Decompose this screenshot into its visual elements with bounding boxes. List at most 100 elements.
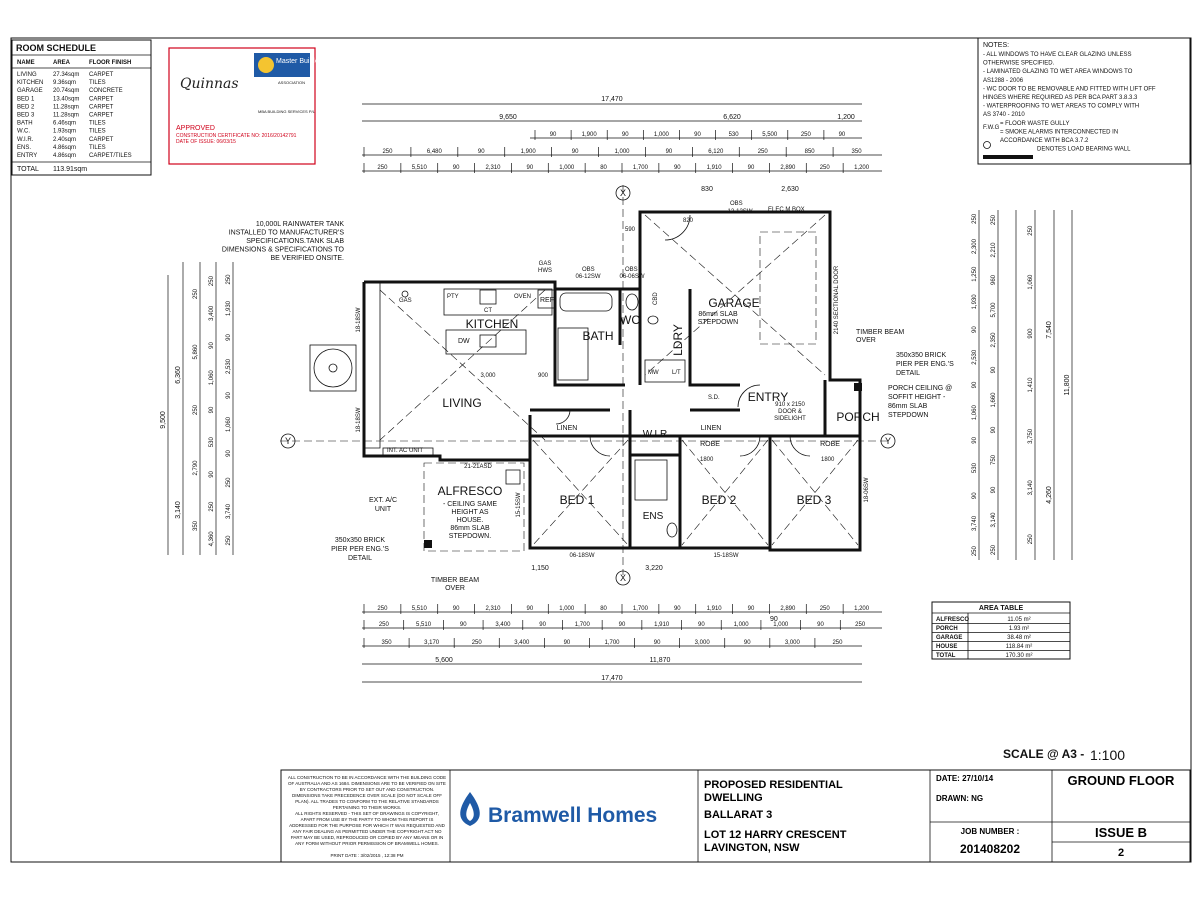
window-18-18sw-1: 18-18SW (356, 307, 362, 332)
dim-value: 1,200 (854, 606, 870, 612)
alfresco-note-line: STEPDOWN. (449, 533, 491, 540)
bed2-door (739, 435, 761, 457)
schedule-row-name: BED 2 (17, 104, 35, 110)
dim-top-a-3: 1,200 (837, 114, 855, 121)
schedule-row-finish: CARPET (89, 104, 114, 110)
area-row-name: ALFRESCO (936, 617, 969, 623)
ext-ac-unit (505, 469, 521, 485)
dim-value: 90 (460, 622, 467, 628)
label-oven: OVEN (514, 294, 531, 300)
dim-value: 3,000 (695, 640, 711, 646)
timber-beam-2: OVER (856, 337, 876, 344)
window-06-18sw: 06-18SW (569, 553, 594, 559)
window-12-12sw: 12-12SW (727, 209, 752, 215)
room-laundry: LDRY (671, 324, 685, 356)
dim-value: 90 (564, 640, 571, 646)
cooktop-icon (479, 289, 497, 305)
porch-pier-3: DETAIL (896, 370, 920, 377)
dim-value: 250 (1028, 534, 1034, 545)
room-bed3: BED 3 (797, 493, 832, 507)
dim-value: 850 (805, 149, 816, 155)
dim-value: 3,400 (495, 622, 511, 628)
schedule-row-name: W.I.R. (17, 137, 34, 143)
company-name: Bramwell Homes (488, 804, 657, 827)
bathtub-icon (559, 292, 613, 312)
dim-value: 90 (674, 165, 681, 171)
dim-overall-top: 17,470 (601, 96, 623, 103)
scale-label: SCALE @ A3 - (1003, 747, 1084, 761)
grid-markers: X X Y Y (280, 185, 896, 586)
room-entry: ENTRY (748, 390, 788, 404)
dim-value: 2,350 (991, 332, 997, 348)
dim-value: 90 (972, 381, 978, 388)
schedule-row-finish: CARPET (89, 113, 114, 119)
dim-value: 5,860 (193, 344, 199, 360)
label-robe-width-1: 1800 (700, 457, 714, 463)
dim-value: 250 (379, 622, 390, 628)
garage-side-door (664, 214, 691, 241)
dim-small-900: 900 (538, 373, 549, 379)
approved-label: APPROVED (176, 125, 215, 132)
dim-value: 250 (820, 606, 831, 612)
project-model: BALLARAT 3 (704, 809, 772, 821)
linen-door (555, 409, 571, 425)
dim-value: 90 (654, 640, 661, 646)
dim-bottom-d-2: 11,870 (650, 657, 671, 664)
schedule-row-finish: CONCRETE (89, 88, 123, 94)
dim-value: 1,060 (972, 405, 978, 421)
dim-value: 1,000 (559, 165, 575, 171)
dim-left-a-2: 3,140 (175, 501, 182, 519)
wall-garage-south (688, 289, 740, 387)
garage-car-outline (759, 231, 817, 345)
dim-value: 750 (991, 454, 997, 465)
schedule-row-name: GARAGE (17, 88, 43, 94)
porch-ceiling-2: SOFFIT HEIGHT - (888, 394, 946, 401)
alfresco-pier-2: PIER PER ENG.'S (331, 546, 389, 553)
dim-value: 1,060 (1028, 274, 1034, 290)
job-number: 201408202 (960, 842, 1020, 856)
disclaimer-line: ANY FAIR DEALING AS PERMITTED UNDER THE … (293, 829, 442, 834)
dim-value: 4,360 (209, 531, 215, 547)
dim-value: 90 (209, 342, 215, 349)
fridge-icon (537, 289, 555, 309)
master-builders-logo: Master Builders (254, 53, 325, 77)
obs-label-3: OBS (730, 201, 743, 207)
schedule-row-area: 9.36sqm (53, 80, 76, 86)
ext-ac-1: EXT. A/C (369, 497, 397, 504)
dim-value: 90 (572, 149, 579, 155)
dim-value: 250 (1028, 225, 1034, 236)
window-06-06sw: 06-06SW (619, 274, 644, 280)
dim-value: 350 (193, 520, 199, 531)
room-alfresco: ALFRESCO (438, 484, 503, 498)
dim-value: 3,170 (424, 640, 440, 646)
ext-ac-2: UNIT (375, 506, 392, 513)
dim-value: 1,700 (604, 640, 620, 646)
disclaimer-line: ALL RIGHTS RESERVED - THIS SET OF DRAWIN… (295, 811, 439, 816)
grid-x-bottom: X (615, 570, 631, 586)
dim-value: 90 (527, 606, 534, 612)
dim-value: 1,660 (991, 392, 997, 408)
tank-note-line: INSTALLED TO MANUFACTURER'S (229, 230, 345, 237)
rainwater-tank (309, 344, 357, 392)
area-row-name: PORCH (936, 626, 958, 632)
dim-value: 1,250 (972, 266, 978, 282)
note-line: - WC DOOR TO BE REMOVABLE AND FITTED WIT… (983, 86, 1156, 92)
dim-value: 1,700 (633, 165, 649, 171)
dim-value: 90 (744, 640, 751, 646)
note-line: - ALL WINDOWS TO HAVE CLEAR GLAZING UNLE… (983, 52, 1131, 58)
window-18-18sw-2: 18-18SW (356, 407, 362, 432)
dim-value: 5,510 (412, 606, 428, 612)
association-name: Master Builders (276, 58, 325, 65)
dim-value: 80 (600, 165, 607, 171)
note-line: AS1288 - 2006 (983, 78, 1024, 84)
shower-icon (557, 327, 589, 381)
dim-value: 6,480 (427, 149, 443, 155)
dim-right-a-2: 4,260 (1046, 486, 1053, 504)
schedule-total-value: 113.91sqm (53, 166, 87, 173)
dim-value: 250 (991, 214, 997, 225)
dim-value: 90 (527, 165, 534, 171)
